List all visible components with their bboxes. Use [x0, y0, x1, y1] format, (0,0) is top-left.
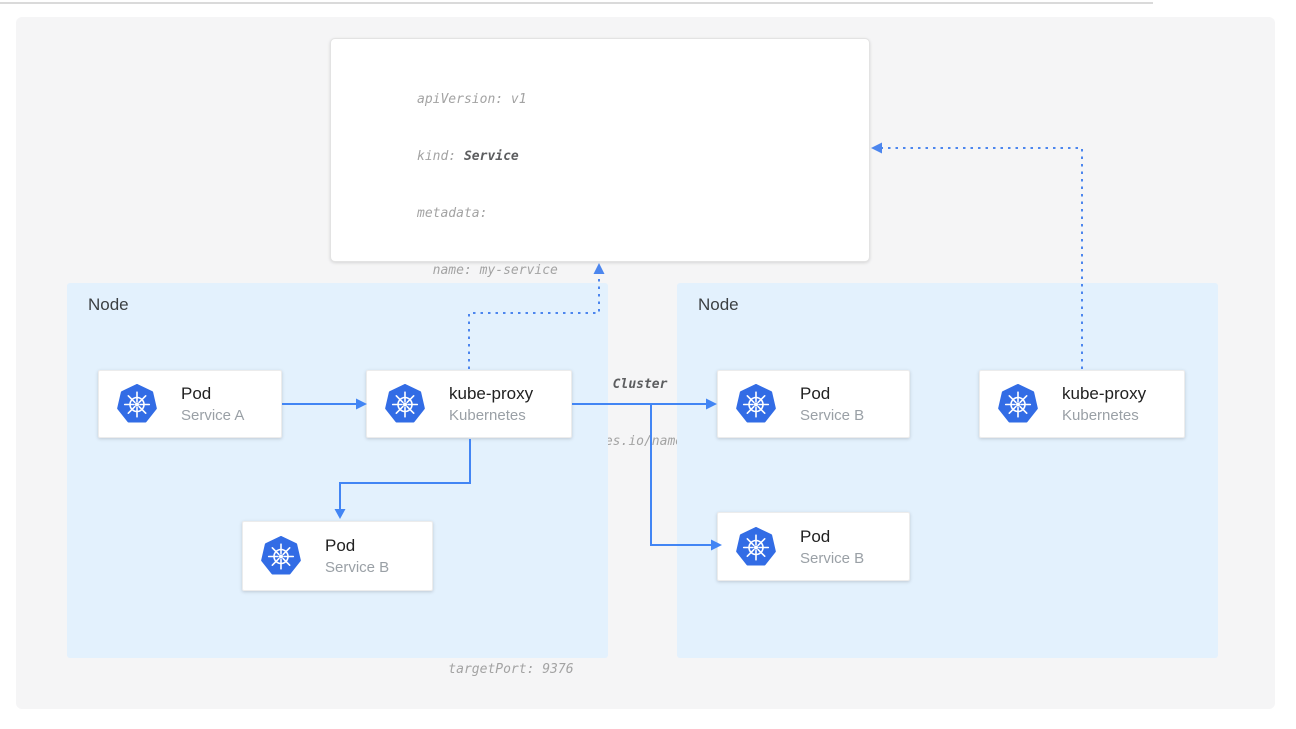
box-subtitle: Service B	[800, 407, 865, 424]
code-line: apiVersion: v1	[417, 92, 527, 107]
kubernetes-logo-icon	[736, 384, 776, 424]
box-subtitle: Kubernetes	[449, 407, 526, 424]
box-title: kube-proxy	[1062, 384, 1147, 403]
kubernetes-logo-icon	[998, 384, 1038, 424]
box-subtitle: Kubernetes	[1062, 407, 1139, 424]
pod-box-service-b-bottom-right: Pod Service B	[717, 512, 910, 581]
kubernetes-logo-icon	[736, 527, 776, 567]
box-subtitle: Service B	[800, 549, 865, 567]
kubernetes-logo-icon	[117, 384, 157, 424]
box-title: Pod	[800, 384, 831, 403]
code-line: metadata:	[417, 206, 488, 221]
service-yaml-card: apiVersion: v1 kind: Service metadata: n…	[330, 38, 870, 677]
kube-proxy-box-left: kube-proxy Kubernetes	[366, 370, 572, 438]
box-title: kube-proxy	[449, 384, 534, 403]
box-subtitle: Service B	[325, 559, 390, 576]
box-title: Pod	[181, 384, 212, 403]
node-left: Node	[67, 283, 608, 658]
node-right: Node	[677, 283, 1218, 658]
pod-box-service-b-left: Pod Service B	[242, 521, 433, 591]
box-subtitle: Service A	[181, 407, 245, 424]
kube-proxy-box-right: kube-proxy Kubernetes	[979, 370, 1185, 438]
box-title: Pod	[325, 536, 356, 555]
code-line: kind: Service	[417, 149, 519, 164]
top-rule-divider	[0, 2, 1153, 4]
node-label: Node	[698, 295, 739, 314]
box-title: Pod	[800, 526, 831, 546]
node-label: Node	[88, 295, 129, 314]
kubernetes-logo-icon	[385, 384, 425, 424]
pod-box-service-b-top-right: Pod Service B	[717, 370, 910, 438]
pod-box-service-a: Pod Service A	[98, 370, 282, 438]
code-line: name: my-service	[417, 263, 558, 278]
kubernetes-logo-icon	[261, 536, 301, 576]
code-line: targetPort: 9376	[417, 662, 574, 677]
